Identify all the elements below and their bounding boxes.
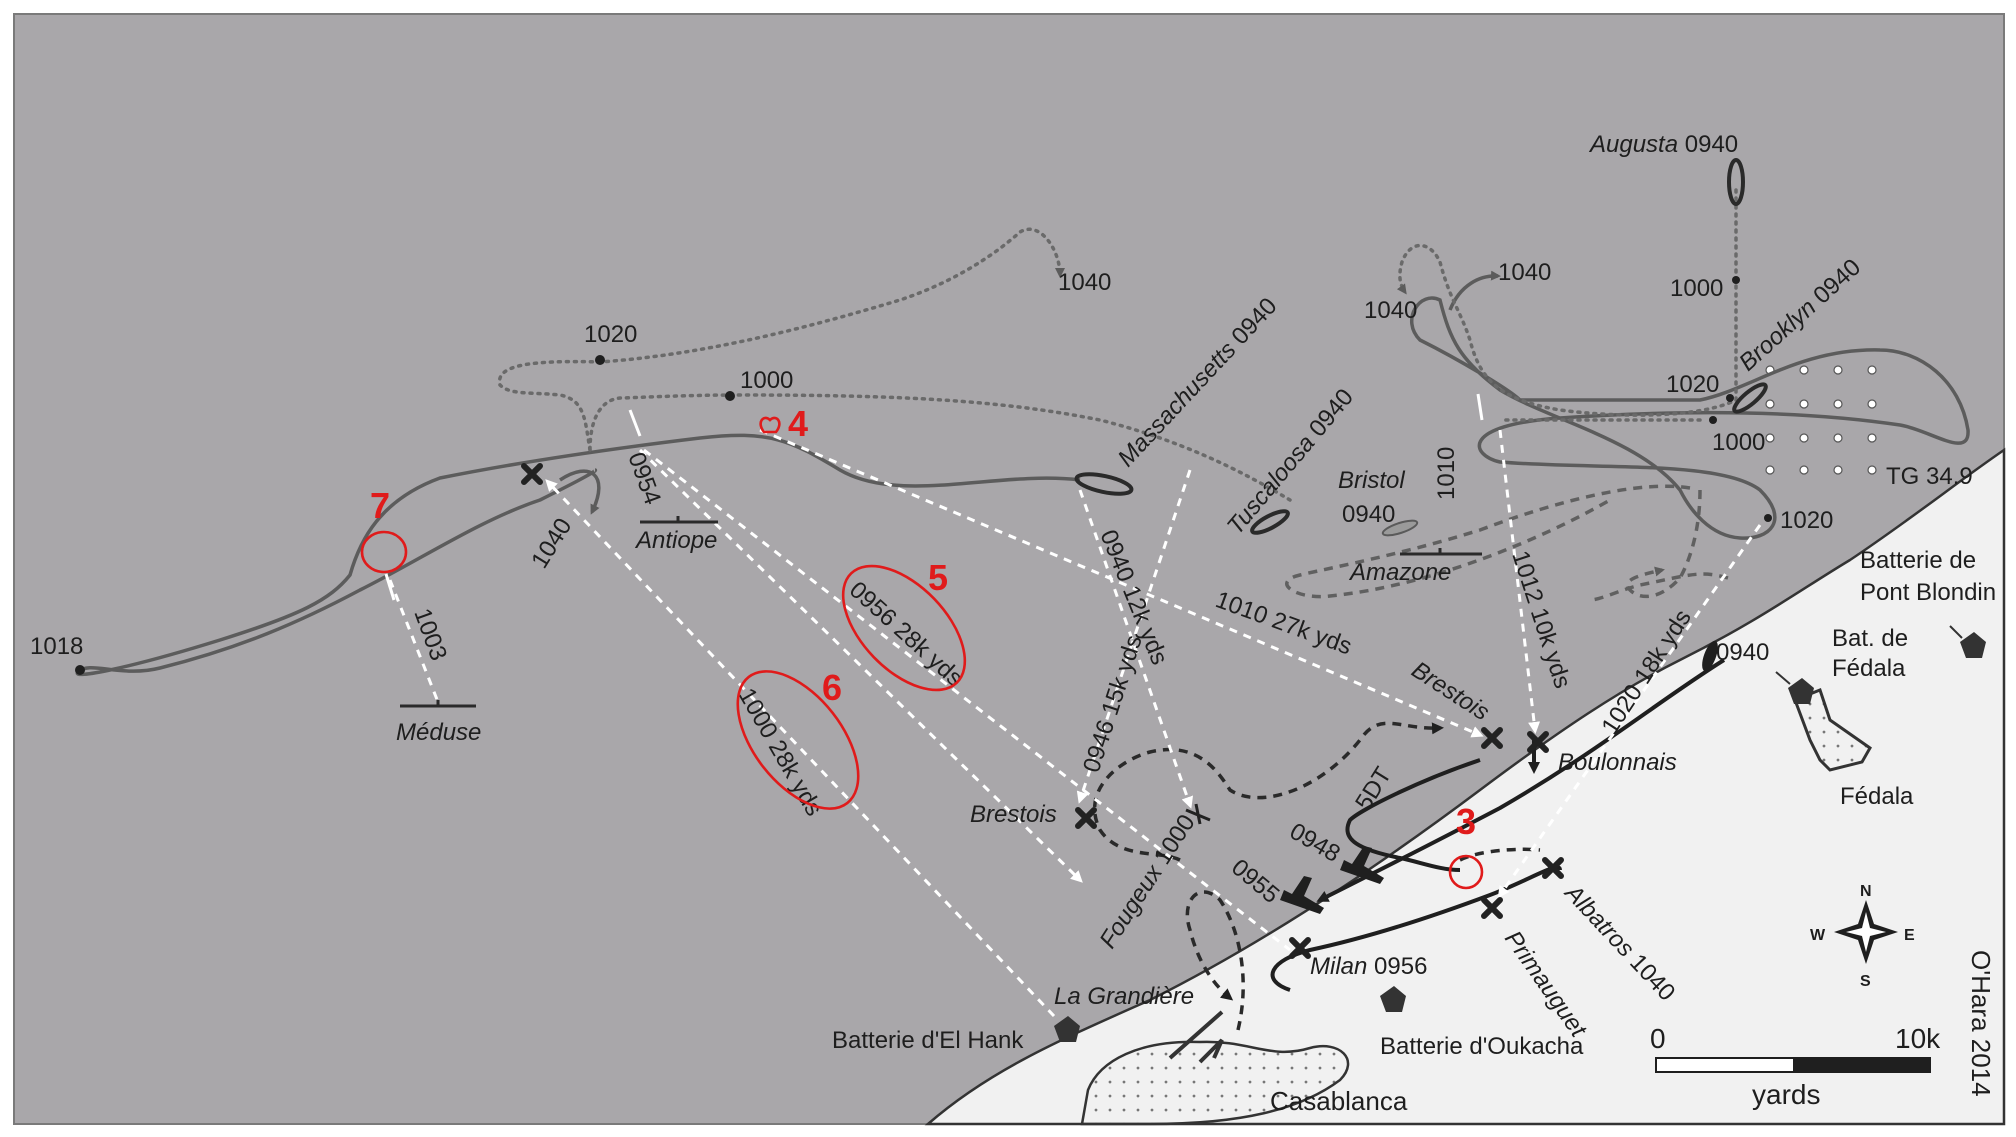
antiope-label: Antiope (634, 527, 717, 554)
fedala-town (1793, 688, 1872, 772)
amazone-track (1285, 484, 1691, 599)
battery-icon (1788, 678, 1814, 704)
label-1000-brooklyn: 1000 (1712, 429, 1765, 456)
bat-fedala-2: Fédala (1832, 655, 1906, 682)
annotation-3: 3 (1456, 801, 1476, 842)
annotation-ring-3 (1448, 854, 1484, 890)
label-1010-amazone: 1010 (1433, 447, 1460, 500)
casablanca-city (1080, 1040, 1350, 1126)
compass-n: N (1860, 883, 1872, 900)
tg-label: TG 34.9 (1886, 463, 1973, 490)
annotation-ring-4 (759, 416, 781, 434)
map-credit: O'Hara 2014 (1966, 950, 1996, 1097)
coastline-land (924, 447, 2006, 1126)
massachusetts-track (75, 433, 1081, 677)
annotation-ring-5 (841, 564, 967, 692)
casablanca-harbour (1168, 1010, 1224, 1064)
amazone-label: Amazone (1348, 559, 1451, 586)
scale-bar (1655, 1057, 1931, 1073)
bristol-ship (1381, 519, 1419, 537)
label-1020-brooklyn: 1020 (1666, 371, 1719, 398)
massachusetts-dotted-track (588, 393, 1292, 502)
fire-line-0946 (1076, 469, 1192, 804)
hit-cross-icon (521, 463, 1564, 959)
label-1020-mass: 1020 (584, 321, 637, 348)
annotation-5: 5 (928, 557, 948, 598)
label-1040-north: 1040 (1364, 297, 1417, 324)
la-grandiere-label: La Grandière (1054, 983, 1194, 1010)
aircraft-icon (1280, 846, 1384, 914)
brooklyn-track (1409, 296, 1970, 540)
fire-line-1003 (388, 579, 440, 703)
augusta-dotted-track (1396, 188, 1738, 417)
amazone-track-2 (1625, 489, 1702, 599)
fire-line-1020 (1497, 524, 1762, 899)
bristol-time: 0940 (1342, 501, 1395, 528)
annotation-6: 6 (822, 667, 842, 708)
fire-line-1010 (759, 428, 1484, 738)
fire-line-1000 (545, 479, 1056, 1018)
label-1000-mass: 1000 (740, 367, 793, 394)
augusta-ship (1727, 158, 1745, 206)
brestois-north-track (1589, 572, 1729, 602)
annotation-7: 7 (370, 485, 390, 526)
fedala-time: 0940 (1716, 639, 1769, 666)
track-time-dot (75, 276, 1772, 675)
label-1040-mass: 1040 (1058, 269, 1111, 296)
fire-line-0940 (1078, 489, 1194, 809)
augusta-label: Augusta 0940 (1588, 131, 1738, 158)
label-1040-augusta: 1040 (1498, 259, 1551, 286)
battery-icon (1380, 986, 1406, 1012)
primauguet-ship (1702, 640, 1718, 672)
fougeux-track (1185, 890, 1245, 1031)
scale-zero: 0 (1650, 1023, 1666, 1054)
compass-e: E (1904, 927, 1915, 944)
fire-line-1012 (1498, 429, 1541, 734)
5dt-track (1345, 758, 1481, 872)
label-1000-augusta: 1000 (1670, 275, 1723, 302)
fire-line-0954 (643, 448, 1291, 952)
brestois-south-label: Brestois (970, 801, 1057, 828)
pont-blondin-1: Batterie de (1860, 547, 1976, 574)
bat-fedala-1: Bat. de (1832, 625, 1908, 652)
label-1020-east: 1020 (1780, 507, 1833, 534)
annotation-ring-6 (736, 670, 860, 810)
milan-label: Milan 0956 (1310, 953, 1427, 980)
fedala-label: Fédala (1840, 783, 1914, 810)
massachusetts-ship (1074, 472, 1134, 496)
submarine-icon (400, 516, 1482, 708)
tg-34-9-transports (1765, 365, 1877, 475)
brestois-track (1092, 721, 1444, 862)
battery-icon (1054, 1016, 1080, 1042)
primauguet-track (1270, 865, 1562, 992)
meduse-label: Méduse (396, 719, 481, 746)
annotation-4: 4 (788, 403, 808, 444)
tuscaloosa-ship (1250, 509, 1290, 535)
annotation-ring-7 (360, 530, 408, 574)
scale-unit: yards (1752, 1079, 1820, 1110)
massachusetts-track-loop (559, 469, 601, 515)
battery-tick (1775, 625, 1963, 685)
oukacha-label: Batterie d'Oukacha (1380, 1033, 1584, 1060)
fire-line-0956 (638, 448, 1083, 883)
bristol-label: Bristol (1338, 467, 1405, 494)
brooklyn-ship (1732, 382, 1768, 414)
compass-s: S (1860, 973, 1871, 990)
fougeux-marker (1185, 803, 1211, 825)
label-1018: 1018 (30, 633, 83, 660)
boulonnais-label: Boulonnais (1558, 749, 1677, 776)
tuscaloosa-dotted-track (497, 227, 1065, 452)
torpedo-icon (384, 393, 1484, 601)
casablanca-label: Casablanca (1270, 1086, 1408, 1116)
pont-blondin-2: Pont Blondin (1860, 579, 1996, 606)
el-hank-label: Batterie d'El Hank (832, 1027, 1024, 1054)
compass-w: W (1810, 927, 1826, 944)
compass-rose (1834, 900, 1898, 964)
battery-icon (1960, 632, 1986, 658)
scale-max: 10k (1895, 1023, 1941, 1054)
